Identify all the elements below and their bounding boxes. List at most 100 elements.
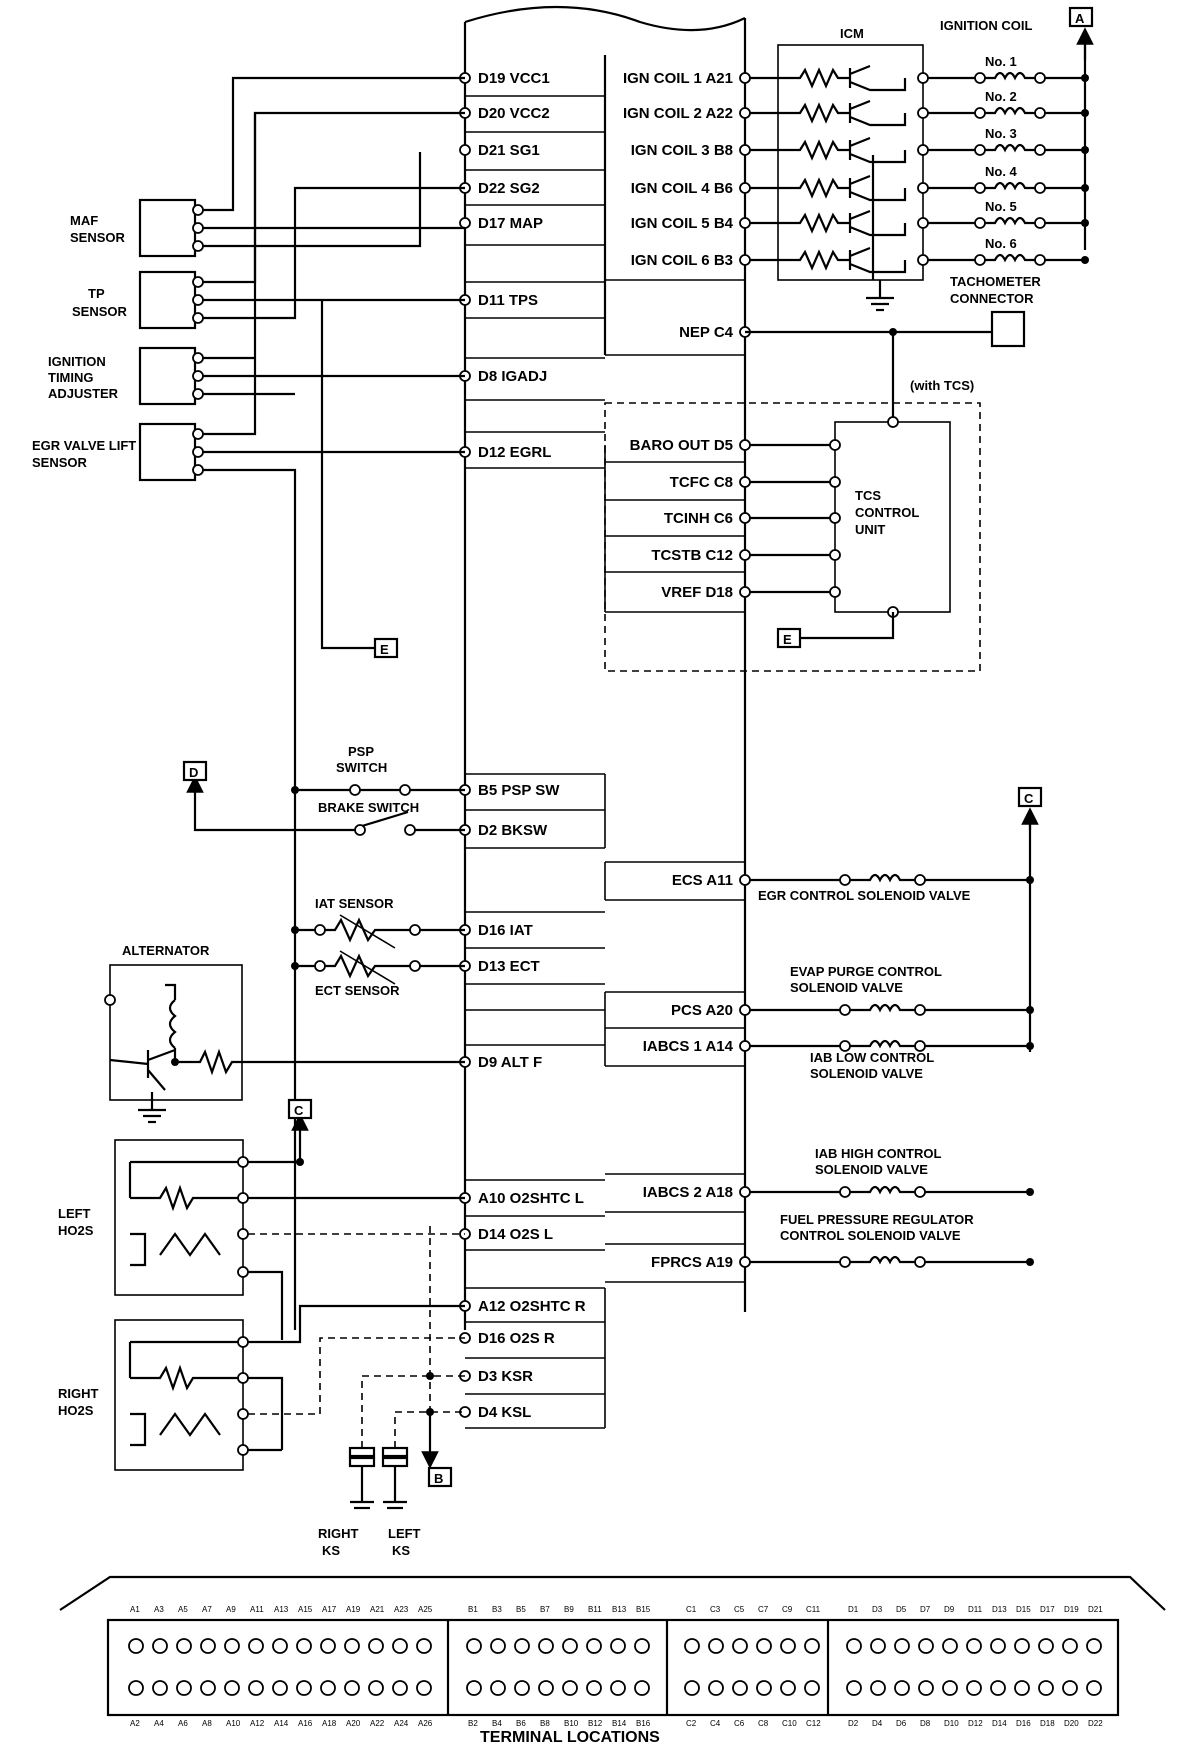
ecm-pin-label: IGN COIL 2 A22: [623, 105, 733, 122]
svg-text:KS: KS: [322, 1543, 340, 1558]
terminal-hole: [1062, 1638, 1078, 1654]
terminal-hole: [966, 1680, 982, 1696]
terminal-label: B9: [564, 1605, 574, 1614]
ecm-pin-label: D9 ALT F: [478, 1054, 542, 1071]
ecm-pin-label: PCS A20: [671, 1002, 733, 1019]
svg-text:TIMING: TIMING: [48, 370, 94, 385]
ecm-pin-label: IGN COIL 6 B3: [631, 252, 733, 269]
terminal-label: A22: [370, 1719, 385, 1728]
svg-text:ALTERNATOR: ALTERNATOR: [122, 943, 210, 958]
terminal-hole: [586, 1680, 602, 1696]
terminal-hole: [1038, 1680, 1054, 1696]
svg-text:IAT SENSOR: IAT SENSOR: [315, 896, 394, 911]
terminal-label: A23: [394, 1605, 409, 1614]
svg-text:HO2S: HO2S: [58, 1223, 94, 1238]
terminal-hole: [684, 1680, 700, 1696]
alternator: ALTERNATOR: [104, 943, 465, 1124]
terminal-label: D2: [848, 1719, 859, 1728]
ecm-pin-label: D19 VCC1: [478, 70, 550, 87]
terminal-hole: [918, 1638, 934, 1654]
terminal-hole: [466, 1638, 482, 1654]
terminal-label: C10: [782, 1719, 797, 1728]
terminal-hole: [392, 1638, 408, 1654]
coil-label: No. 6: [985, 236, 1017, 251]
ecm-pin-label: D2 BKSW: [478, 822, 548, 839]
terminal-label: B11: [588, 1605, 602, 1614]
terminal-label: C8: [758, 1719, 769, 1728]
terminal-label: D19: [1064, 1605, 1079, 1614]
terminal-label: A24: [394, 1719, 409, 1728]
coil-label: No. 3: [985, 126, 1017, 141]
terminal-locations-title: TERMINAL LOCATIONS: [480, 1729, 660, 1746]
terminal-label: A20: [346, 1719, 361, 1728]
terminal-label: B10: [564, 1719, 579, 1728]
terminal-hole: [634, 1680, 650, 1696]
ecm-pin-label: D16 IAT: [478, 922, 533, 939]
terminal-hole: [176, 1638, 192, 1654]
terminal-hole: [780, 1680, 796, 1696]
svg-text:CONTROL: CONTROL: [855, 505, 919, 520]
terminal-hole: [966, 1638, 982, 1654]
svg-text:UNIT: UNIT: [855, 522, 885, 537]
terminal-label: D20: [1064, 1719, 1079, 1728]
svg-text:SOLENOID VALVE: SOLENOID VALVE: [810, 1066, 923, 1081]
coil-label: No. 5: [985, 199, 1017, 214]
svg-text:RIGHT: RIGHT: [58, 1386, 99, 1401]
terminal-hole: [538, 1680, 554, 1696]
ecm-pin-label: IGN COIL 5 B4: [631, 215, 734, 232]
svg-text:IAB LOW CONTROL: IAB LOW CONTROL: [810, 1050, 934, 1065]
terminal-label: A7: [202, 1605, 212, 1614]
terminal-hole: [176, 1680, 192, 1696]
terminal-hole: [846, 1638, 862, 1654]
terminal-hole: [200, 1638, 216, 1654]
ecm-pin-label: D17 MAP: [478, 215, 543, 232]
svg-text:EGR VALVE LIFT: EGR VALVE LIFT: [32, 438, 136, 453]
ecm-pin-label: D22 SG2: [478, 180, 540, 197]
ect-sensor: ECT SENSOR: [291, 786, 465, 998]
ecm-pin-label: D11 TPS: [478, 292, 538, 309]
ecm-right-terminal: [739, 144, 751, 156]
svg-text:C: C: [294, 1103, 304, 1118]
svg-text:B: B: [434, 1471, 443, 1486]
svg-text:KS: KS: [392, 1543, 410, 1558]
ecm-right-terminal: [739, 1004, 751, 1016]
ecm-right-terminal: [739, 182, 751, 194]
svg-text:FUEL PRESSURE REGULATOR: FUEL PRESSURE REGULATOR: [780, 1212, 974, 1227]
svg-text:SOLENOID VALVE: SOLENOID VALVE: [790, 980, 903, 995]
terminal-hole: [248, 1680, 264, 1696]
terminal-hole: [942, 1680, 958, 1696]
connector-ref-b: [427, 1466, 453, 1488]
terminal-hole: [1038, 1638, 1054, 1654]
terminal-hole: [248, 1638, 264, 1654]
terminal-label: A18: [322, 1719, 337, 1728]
ecm-right-terminal: [739, 439, 751, 451]
egr-valve-lift-sensor: EGR VALVE LIFT SENSOR E: [32, 113, 465, 1330]
terminal-hole: [416, 1680, 432, 1696]
terminal-label: C3: [710, 1605, 721, 1614]
terminal-label: D14: [992, 1719, 1007, 1728]
terminal-hole: [490, 1680, 506, 1696]
ecm-pin-label: D16 O2S R: [478, 1330, 555, 1347]
terminal-label: A5: [178, 1605, 188, 1614]
svg-text:MAF: MAF: [70, 213, 98, 228]
terminal-label: C5: [734, 1605, 745, 1614]
terminal-hole: [272, 1680, 288, 1696]
terminal-hole: [894, 1638, 910, 1654]
terminal-label: D5: [896, 1605, 907, 1614]
terminal-label: B5: [516, 1605, 526, 1614]
psp-switch: PSP SWITCH: [295, 744, 465, 796]
terminal-label: D21: [1088, 1605, 1103, 1614]
icm-label: ICM: [840, 26, 864, 41]
terminal-label: A10: [226, 1719, 241, 1728]
terminal-hole: [804, 1638, 820, 1654]
terminal-label: A11: [250, 1605, 264, 1614]
ecm-pin-label: A12 O2SHTC R: [478, 1298, 586, 1315]
terminal-hole: [1062, 1680, 1078, 1696]
connector-ref-e-left: [373, 637, 399, 659]
svg-text:SOLENOID VALVE: SOLENOID VALVE: [815, 1162, 928, 1177]
svg-text:CONTROL SOLENOID VALVE: CONTROL SOLENOID VALVE: [780, 1228, 961, 1243]
terminal-hole: [272, 1638, 288, 1654]
brake-switch: BRAKE SWITCH D: [182, 760, 465, 836]
maf-sensor: MAF SENSOR: [70, 76, 465, 258]
